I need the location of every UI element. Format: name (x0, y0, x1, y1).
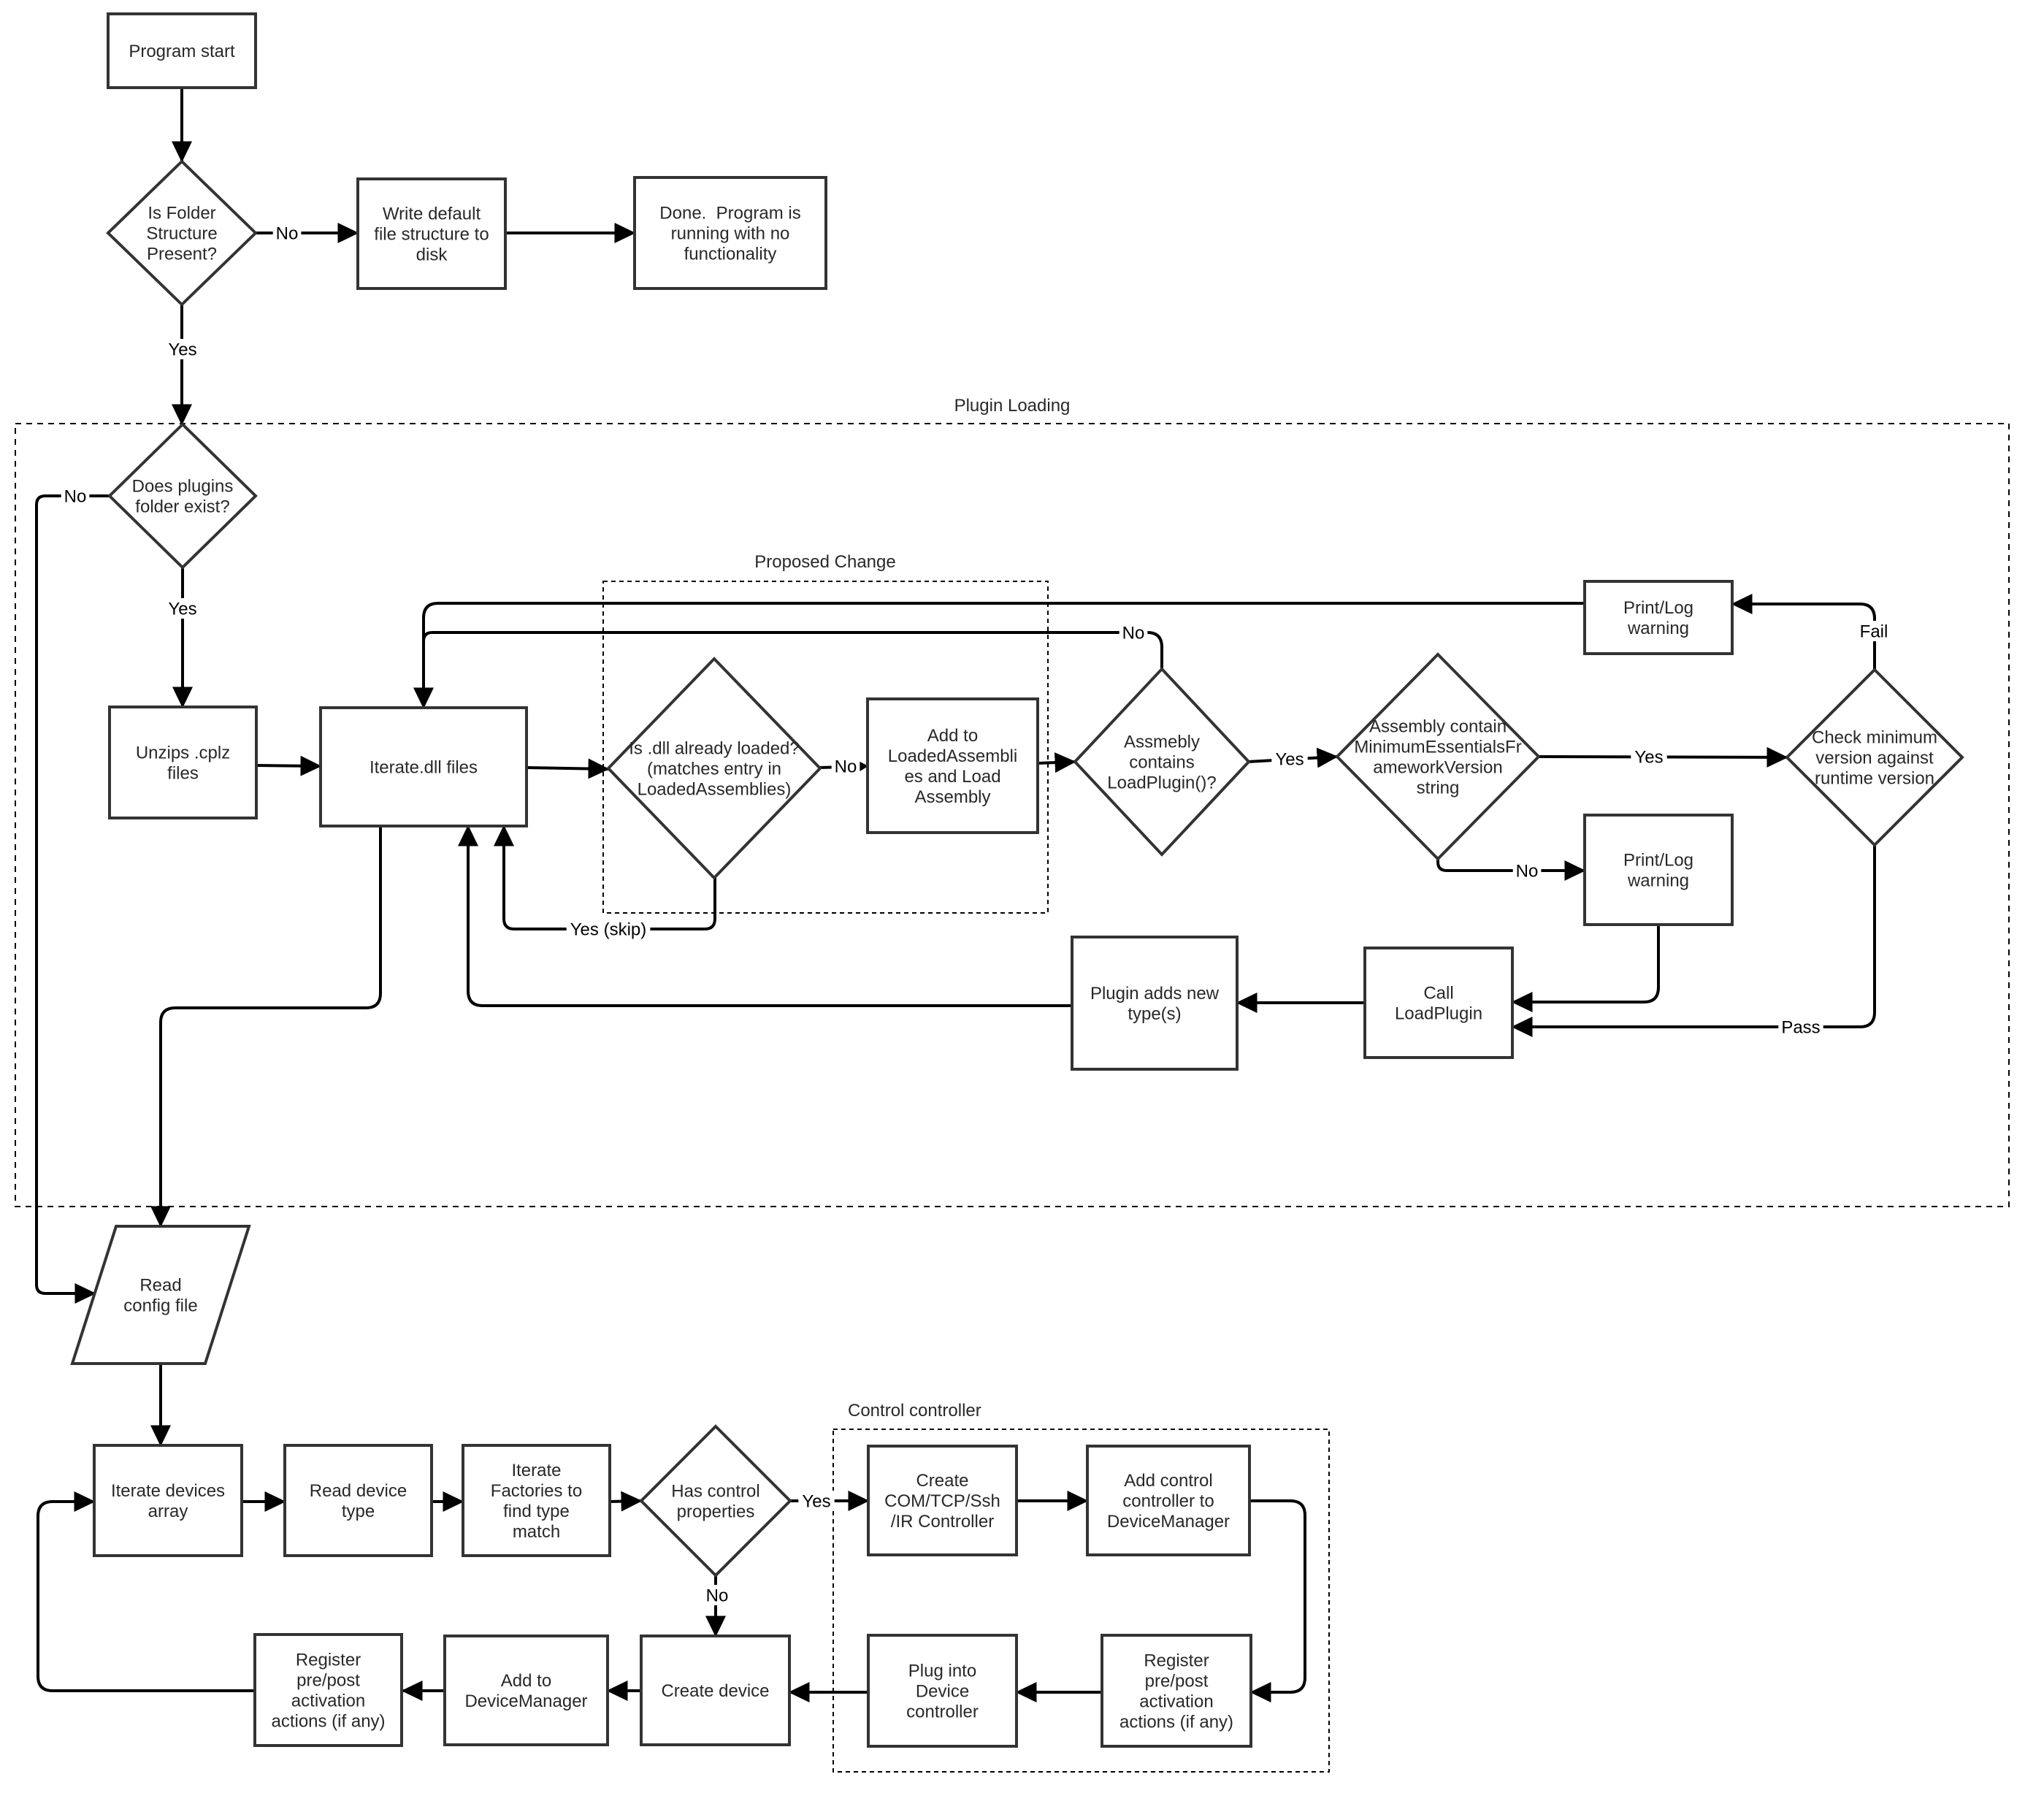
svg-text:Iterate devices: Iterate devices (111, 1481, 225, 1501)
svg-text:Control controller: Control controller (848, 1401, 981, 1421)
svg-text:ameworkVersion: ameworkVersion (1373, 758, 1502, 778)
svg-text:Proposed Change: Proposed Change (754, 552, 895, 572)
svg-text:Iterate.dll files: Iterate.dll files (370, 758, 478, 778)
svg-text:match: match (513, 1522, 560, 1542)
svg-text:DeviceManager: DeviceManager (464, 1691, 587, 1711)
svg-text:Yes: Yes (802, 1492, 830, 1512)
svg-text:LoadedAssemblies): LoadedAssemblies) (638, 780, 792, 800)
svg-text:Done. Program is: Done. Program is (659, 204, 800, 223)
svg-text:No: No (1122, 624, 1145, 643)
svg-text:Print/Log: Print/Log (1623, 598, 1693, 618)
svg-text:Has control: Has control (671, 1482, 759, 1502)
svg-text:No: No (1516, 862, 1539, 882)
svg-text:Add to: Add to (501, 1671, 551, 1691)
svg-text:DeviceManager: DeviceManager (1107, 1512, 1230, 1532)
svg-text:Read device: Read device (310, 1481, 407, 1501)
svg-text:actions (if any): actions (if any) (1119, 1713, 1233, 1732)
svg-text:Device: Device (916, 1682, 969, 1702)
svg-text:Yes (skip): Yes (skip) (570, 920, 646, 940)
svg-text:functionality: functionality (684, 245, 777, 264)
svg-text:Yes: Yes (168, 600, 196, 619)
svg-text:Yes: Yes (1634, 748, 1663, 768)
svg-text:pre/post: pre/post (1145, 1672, 1209, 1691)
svg-text:(matches entry in: (matches entry in (647, 760, 781, 779)
svg-text:Create device: Create device (661, 1681, 769, 1701)
svg-text:folder exist?: folder exist? (135, 497, 229, 517)
svg-text:Add to: Add to (927, 726, 978, 746)
svg-text:type: type (342, 1502, 375, 1521)
svg-text:/IR Controller: /IR Controller (891, 1512, 994, 1532)
svg-text:Is .dll already loaded?: Is .dll already loaded? (629, 739, 799, 759)
svg-text:config file: config file (123, 1296, 197, 1316)
svg-text:No: No (64, 487, 87, 507)
svg-text:Plug into: Plug into (908, 1662, 976, 1681)
svg-text:Fail: Fail (1860, 622, 1888, 642)
svg-text:Call: Call (1423, 984, 1453, 1003)
svg-text:Pass: Pass (1781, 1018, 1820, 1038)
svg-text:file structure to: file structure to (374, 225, 489, 245)
svg-text:Factories to: Factories to (491, 1481, 582, 1501)
svg-text:Yes: Yes (1275, 750, 1304, 770)
svg-text:Does plugins: Does plugins (132, 477, 234, 497)
svg-text:pre/post: pre/post (296, 1671, 360, 1691)
svg-text:disk: disk (416, 245, 448, 265)
svg-text:Program start: Program start (129, 42, 235, 61)
svg-text:controller: controller (906, 1702, 979, 1722)
svg-text:Structure: Structure (146, 224, 217, 244)
svg-text:Read: Read (139, 1276, 181, 1296)
svg-text:running with no: running with no (671, 224, 790, 244)
svg-text:Unzips .cplz: Unzips .cplz (136, 743, 230, 763)
svg-text:find type: find type (503, 1502, 570, 1521)
svg-text:Print/Log: Print/Log (1623, 851, 1693, 871)
svg-text:LoadPlugin: LoadPlugin (1395, 1004, 1482, 1024)
svg-text:MinimumEssentialsFr: MinimumEssentialsFr (1354, 738, 1521, 757)
svg-text:files: files (167, 764, 199, 784)
svg-text:Plugin Loading: Plugin Loading (954, 396, 1071, 416)
svg-text:activation: activation (291, 1691, 365, 1711)
svg-text:Write default: Write default (383, 204, 481, 224)
svg-text:actions (if any): actions (if any) (271, 1712, 385, 1732)
svg-text:version against: version against (1815, 749, 1934, 768)
svg-text:es and Load: es and Load (904, 767, 1000, 787)
svg-text:COM/TCP/Ssh: COM/TCP/Ssh (884, 1491, 1000, 1511)
svg-text:controller to: controller to (1122, 1491, 1214, 1511)
svg-text:Yes: Yes (168, 340, 196, 360)
svg-text:LoadPlugin()?: LoadPlugin()? (1107, 773, 1216, 793)
svg-text:Add control: Add control (1124, 1471, 1212, 1491)
svg-text:contains: contains (1129, 753, 1194, 773)
svg-text:Plugin adds new: Plugin adds new (1090, 984, 1220, 1003)
svg-text:Register: Register (1144, 1651, 1209, 1671)
svg-text:warning: warning (1627, 871, 1689, 891)
svg-text:array: array (148, 1502, 188, 1521)
svg-text:LoadedAssembli: LoadedAssembli (888, 746, 1017, 766)
svg-text:No: No (835, 757, 857, 777)
svg-text:Assmebly: Assmebly (1124, 733, 1200, 752)
svg-text:runtime version: runtime version (1815, 769, 1934, 789)
svg-text:No: No (706, 1586, 729, 1606)
svg-text:string: string (1417, 779, 1460, 798)
svg-text:Register: Register (296, 1651, 361, 1670)
svg-text:Iterate: Iterate (511, 1461, 561, 1480)
svg-text:Check minimum: Check minimum (1812, 728, 1937, 748)
svg-text:type(s): type(s) (1128, 1004, 1181, 1024)
svg-text:warning: warning (1627, 619, 1689, 638)
svg-text:Create: Create (916, 1471, 968, 1491)
svg-text:Assembly contain: Assembly contain (1369, 717, 1507, 737)
svg-text:No: No (276, 224, 299, 244)
svg-text:properties: properties (677, 1502, 755, 1522)
svg-text:activation: activation (1139, 1692, 1213, 1712)
svg-text:Assembly: Assembly (914, 787, 990, 807)
svg-text:Present?: Present? (147, 245, 217, 264)
svg-text:Is Folder: Is Folder (148, 204, 215, 223)
